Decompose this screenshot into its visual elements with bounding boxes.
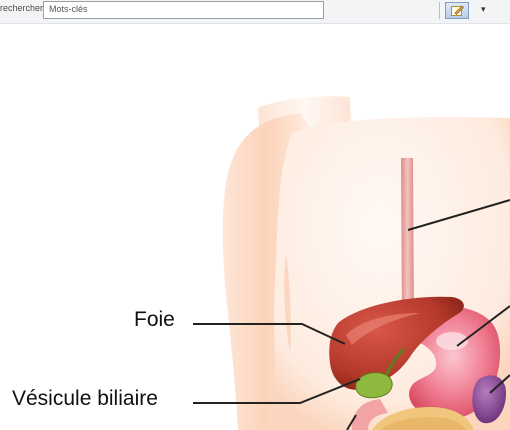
toolbar-divider xyxy=(439,2,440,19)
browser-toolbar: rechercher : Mots-clés ▾ xyxy=(0,0,510,24)
gallbladder xyxy=(356,373,392,398)
esophagus xyxy=(401,158,414,323)
toolbar-overflow-button[interactable]: ▾ xyxy=(481,4,486,15)
edit-icon xyxy=(451,5,464,17)
toolbar-edit-button[interactable] xyxy=(445,2,469,19)
digestive-system-illustration xyxy=(0,23,510,430)
search-label: rechercher : xyxy=(0,3,48,13)
label-liver: Foie xyxy=(134,308,175,332)
label-gallbladder: Vésicule biliaire xyxy=(12,387,158,411)
search-input[interactable]: Mots-clés xyxy=(43,1,324,19)
